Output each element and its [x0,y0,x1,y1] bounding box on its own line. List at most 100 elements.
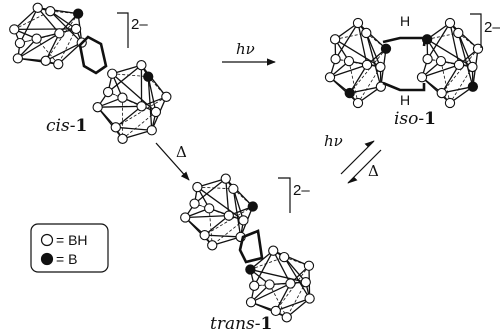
cage-bond [329,76,359,104]
cage-bond [421,64,460,78]
iso-charge: 2– [484,19,500,36]
bh-vertex [467,61,478,73]
iso-cage-right [416,17,484,109]
cage-bond [147,76,157,113]
bh-vertex [110,122,121,133]
cluster-layer [9,2,484,323]
arrow-label-trans-iso: hν [324,132,343,150]
bh-vertex [435,55,447,67]
cage-bond [441,64,460,94]
bh-vertex [324,72,336,83]
cage-bond [335,32,367,40]
cage-bond [36,38,59,65]
bh-vertex [189,198,200,209]
bh-vertex [161,91,172,102]
bh-vertex [228,183,239,194]
cage-bond [14,28,77,31]
cage-bond [349,64,368,94]
boron-vertex [467,81,479,92]
bh-vertex [343,55,355,67]
legend-b-label: = B [56,251,77,267]
cage-bond [208,208,213,246]
bh-vertex [53,59,64,70]
trans-charge: 2– [293,182,310,199]
boron-vertex [245,264,256,275]
cage-bond [185,214,229,219]
cage-bond [449,66,473,104]
cage-bond [232,188,245,221]
bh-vertex [444,17,456,29]
cage-bond [427,32,459,40]
boron-vertex [143,71,154,82]
cage-bond [49,10,77,30]
bh-vertex [422,53,433,65]
cage-bond [283,256,307,283]
bh-vertex [136,60,147,71]
cage-bond [441,86,474,94]
iso-link-ring [382,36,427,92]
bh-vertex [279,251,290,263]
cage-bond [14,10,51,30]
bh-vertex [9,24,20,35]
cis-link-ring [78,35,108,75]
bh-vertex [264,279,275,290]
bh-vertex [102,86,114,98]
bh-vertex [192,181,203,193]
cage-bond [457,32,474,68]
cage-bond [204,234,241,238]
cage-bond [357,22,387,50]
bh-vertex [281,312,292,323]
bh-vertex [117,92,128,103]
bh-vertex [32,2,43,13]
bh-vertex [45,6,56,17]
cage-bond [197,186,234,190]
cis-charge: 2– [131,16,148,33]
cage-bond [45,42,83,62]
bh-vertex [14,37,26,49]
cage-bond [45,13,79,62]
bh-vertex [54,28,65,39]
bh-vertex [444,97,456,109]
cage-bond [211,220,244,246]
bh-vertex [330,53,341,65]
arrow-cis-to-trans [155,142,190,181]
trans-cage-lower [245,245,315,323]
bh-vertex [70,23,82,35]
cage-bond [184,217,213,246]
cage-bond [122,111,157,140]
bh-vertex [223,210,234,221]
cage-bond [440,61,451,104]
bh-vertex [375,61,386,73]
cage-bond [250,282,291,303]
cage-bond [194,178,227,205]
arrow-label-cis-trans: Δ [176,143,187,161]
cage-bond [275,265,310,312]
cage-bond [140,64,167,98]
cage-bond [115,126,152,131]
iso-cage-left [324,17,392,109]
cage-bond [250,256,285,270]
cage-bond [17,57,59,65]
bh-vertex [303,260,315,271]
cage-bond [365,32,382,68]
bh-vertex [180,212,191,223]
open-circle-icon [40,233,54,247]
bh-vertex [12,53,23,64]
cage-bond [269,284,288,318]
bh-vertex [40,55,51,66]
cage-bond [250,268,306,283]
cage-bond [349,48,387,94]
bh-vertex [329,34,341,45]
cage-bond [196,186,244,221]
bh-vertex [268,245,279,256]
cage-bond [57,42,83,65]
cage-bond [335,22,359,60]
bh-vertex [361,27,372,39]
cage-bond [111,73,157,113]
legend-bh-label: = BH [56,232,88,248]
trans-link-ring [238,229,264,264]
cage-bond [272,250,310,267]
bh-vertex [238,215,249,226]
bh-vertex [92,102,103,113]
